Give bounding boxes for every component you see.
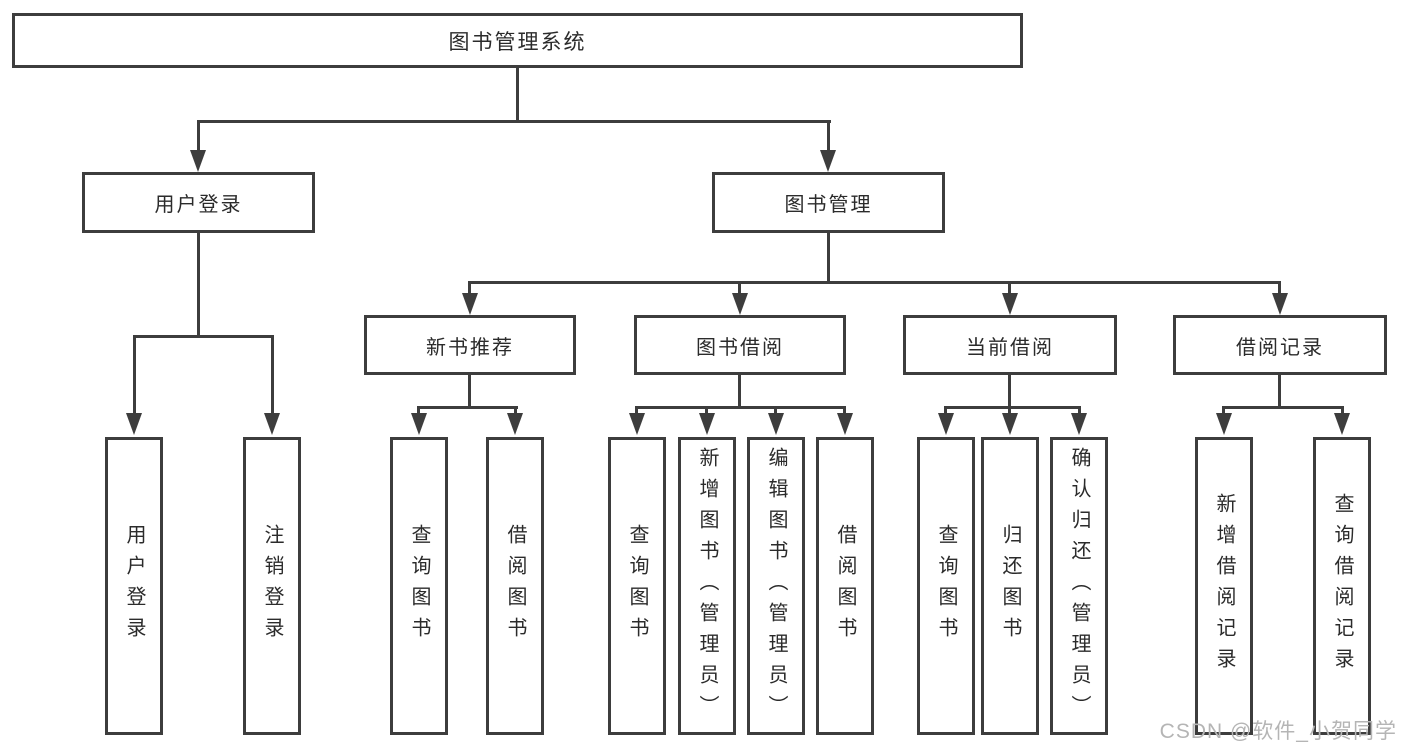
connector-line: [635, 406, 846, 409]
leaf-logout-label: 注销登录: [261, 524, 283, 648]
connector-arrowhead-down: [732, 293, 748, 315]
node-book-borrowing-label: 图书借阅: [696, 336, 784, 359]
connector-line: [774, 406, 777, 413]
connector-arrowhead-down: [462, 293, 478, 315]
leaf-query-books-recommend-label: 查询图书: [408, 524, 430, 648]
leaf-confirm-return-admin: 确认归还（管理员）: [1050, 437, 1108, 735]
leaf-borrow-books-borrowing-label: 借阅图书: [834, 524, 856, 648]
leaf-confirm-return-admin-label: 确认归还（管理员）: [1068, 446, 1090, 726]
watermark: CSDN @软件_小贺同学: [1159, 720, 1397, 743]
node-borrowing-records: 借阅记录: [1173, 315, 1387, 375]
leaf-borrow-books-recommend: 借阅图书: [486, 437, 544, 735]
connector-line: [1278, 375, 1281, 406]
node-book-management: 图书管理: [712, 172, 945, 233]
leaf-query-books-borrowing: 查询图书: [608, 437, 666, 735]
node-user-login-label: 用户登录: [154, 194, 243, 216]
connector-line: [635, 406, 638, 413]
leaf-query-books-current: 查询图书: [917, 437, 975, 735]
leaf-query-borrow-record-label: 查询借阅记录: [1331, 493, 1353, 679]
connector-arrowhead-down: [507, 413, 523, 435]
connector-line: [197, 120, 200, 150]
connector-line: [468, 281, 471, 293]
connector-line: [514, 406, 517, 413]
connector-arrowhead-down: [837, 413, 853, 435]
node-new-book-recommend: 新书推荐: [364, 315, 576, 375]
connector-arrowhead-down: [126, 413, 142, 435]
node-current-borrowing: 当前借阅: [903, 315, 1117, 375]
connector-line: [197, 233, 200, 335]
connector-line: [516, 68, 519, 120]
connector-line: [133, 335, 274, 338]
connector-arrowhead-down: [699, 413, 715, 435]
connector-line: [1222, 406, 1225, 413]
leaf-edit-book-admin-label: 编辑图书（管理员）: [765, 446, 787, 726]
leaf-add-borrow-record: 新增借阅记录: [1195, 437, 1253, 735]
connector-arrowhead-down: [629, 413, 645, 435]
connector-line: [417, 406, 420, 413]
leaf-borrow-books-borrowing: 借阅图书: [816, 437, 874, 735]
connector-arrowhead-down: [1216, 413, 1232, 435]
connector-line: [944, 406, 947, 413]
leaf-query-borrow-record: 查询借阅记录: [1313, 437, 1371, 735]
node-root-label: 图书管理系统: [448, 30, 587, 54]
connector-line: [468, 375, 471, 406]
connector-line: [133, 335, 136, 413]
node-borrowing-records-label: 借阅记录: [1236, 336, 1324, 359]
connector-line: [1008, 406, 1011, 413]
node-current-borrowing-label: 当前借阅: [966, 336, 1054, 359]
leaf-add-book-admin-label: 新增图书（管理员）: [696, 446, 718, 726]
leaf-query-books-recommend: 查询图书: [390, 437, 448, 735]
connector-line: [1008, 281, 1011, 293]
connector-line: [944, 406, 1081, 409]
leaf-query-books-current-label: 查询图书: [935, 524, 957, 648]
connector-line: [843, 406, 846, 413]
leaf-borrow-books-recommend-label: 借阅图书: [504, 524, 526, 648]
connector-line: [738, 375, 741, 406]
connector-arrowhead-down: [1002, 293, 1018, 315]
connector-line: [271, 335, 274, 413]
node-user-login: 用户登录: [82, 172, 315, 233]
connector-arrowhead-down: [768, 413, 784, 435]
connector-line: [738, 281, 741, 293]
connector-arrowhead-down: [1334, 413, 1350, 435]
connector-line: [705, 406, 708, 413]
connector-line: [197, 120, 831, 123]
connector-arrowhead-down: [820, 150, 836, 172]
leaf-edit-book-admin: 编辑图书（管理员）: [747, 437, 805, 735]
leaf-logout: 注销登录: [243, 437, 301, 735]
connector-line: [1078, 406, 1081, 413]
connector-line: [468, 281, 1281, 284]
connector-arrowhead-down: [264, 413, 280, 435]
node-root: 图书管理系统: [12, 13, 1023, 68]
leaf-query-books-borrowing-label: 查询图书: [626, 524, 648, 648]
connector-line: [827, 233, 830, 281]
connector-arrowhead-down: [1002, 413, 1018, 435]
node-book-borrowing: 图书借阅: [634, 315, 846, 375]
connector-arrowhead-down: [411, 413, 427, 435]
leaf-add-borrow-record-label: 新增借阅记录: [1213, 493, 1235, 679]
leaf-user-login-label: 用户登录: [123, 524, 145, 648]
node-new-book-recommend-label: 新书推荐: [426, 336, 514, 359]
connector-arrowhead-down: [1272, 293, 1288, 315]
connector-line: [1278, 281, 1281, 293]
leaf-add-book-admin: 新增图书（管理员）: [678, 437, 736, 735]
connector-arrowhead-down: [938, 413, 954, 435]
leaf-return-book: 归还图书: [981, 437, 1039, 735]
leaf-return-book-label: 归还图书: [999, 524, 1021, 648]
connector-arrowhead-down: [1071, 413, 1087, 435]
connector-line: [1222, 406, 1344, 409]
connector-line: [1008, 375, 1011, 406]
connector-arrowhead-down: [190, 150, 206, 172]
connector-line: [827, 120, 830, 150]
leaf-user-login: 用户登录: [105, 437, 163, 735]
connector-line: [1341, 406, 1344, 413]
node-book-management-label: 图书管理: [784, 194, 873, 216]
connector-line: [417, 406, 518, 409]
